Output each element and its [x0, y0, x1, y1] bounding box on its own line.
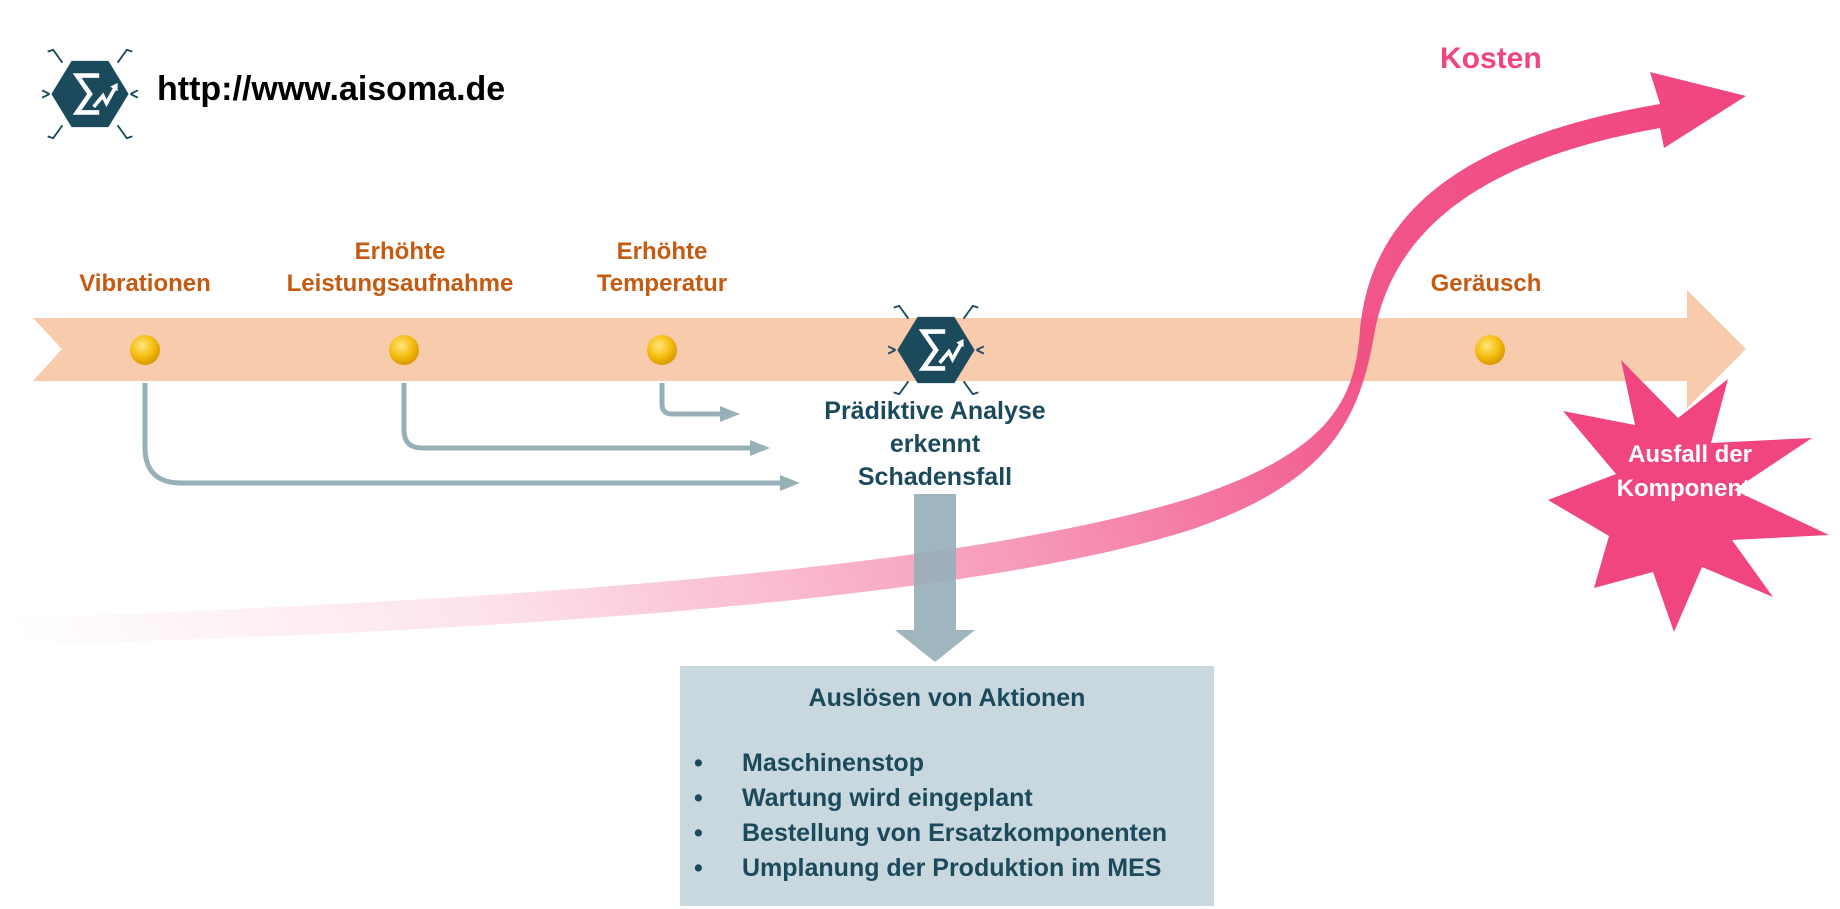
- event-label-line: Temperatur: [596, 270, 728, 297]
- event-label-line: Erhöhte: [354, 238, 446, 265]
- event-dot-vibrationen: [130, 335, 160, 365]
- website-url[interactable]: http://www.aisoma.de: [157, 70, 506, 108]
- actions-box: Auslösen von Aktionen • Maschinenstop • Wa…: [680, 666, 1214, 906]
- bullet-icon: •: [694, 749, 703, 777]
- event-label-line: Leistungsaufnahme: [286, 270, 514, 297]
- event-dot-leistungsaufnahme: [389, 335, 419, 365]
- analysis-label-line: Schadensfall: [857, 463, 1013, 491]
- bullet-icon: •: [694, 819, 703, 847]
- cost-label: Kosten: [1440, 42, 1542, 75]
- timeline-band: [33, 290, 1746, 408]
- analysis-label-line: erkennt: [889, 430, 981, 458]
- connector-temperatur: [659, 383, 720, 417]
- event-label-vibrationen: Vibrationen: [45, 268, 245, 300]
- analysis-label-line: Prädiktive Analyse: [824, 397, 1046, 425]
- event-connectors: [142, 383, 780, 486]
- action-item-maschinenstop: • Maschinenstop: [694, 746, 1167, 781]
- action-item-wartung: • Wartung wird eingeplant: [694, 781, 1167, 816]
- event-label-temperatur: Erhöhte Temperatur: [562, 236, 762, 300]
- event-label-geraeusch: Geräusch: [1386, 268, 1586, 300]
- actions-title: Auslösen von Aktionen: [808, 684, 1086, 712]
- action-item-text: Wartung wird eingeplant: [742, 784, 1033, 812]
- action-item-text: Maschinenstop: [742, 749, 924, 777]
- connector-arrowhead-leistungsaufnahme: [750, 440, 770, 456]
- event-dot-geraeusch: [1475, 335, 1505, 365]
- event-label-leistungsaufnahme: Erhöhte Leistungsaufnahme: [260, 236, 540, 300]
- connector-vibrationen: [142, 383, 780, 486]
- aisoma-logo-icon: [42, 50, 138, 138]
- event-label-line: Vibrationen: [79, 270, 211, 297]
- event-label-line: Erhöhte: [616, 238, 708, 265]
- failure-label: Ausfall der Komponente: [1545, 438, 1835, 506]
- action-item-ersatzkomponenten: • Bestellung von Ersatzkomponenten: [694, 816, 1167, 851]
- actions-list: •Maschinenstop •Wartung wird eingeplant …: [694, 746, 1167, 886]
- event-label-line: Geräusch: [1430, 270, 1542, 297]
- connector-arrowhead-temperatur: [720, 406, 740, 422]
- bullet-icon: •: [694, 854, 703, 882]
- bullet-icon: •: [694, 784, 703, 812]
- event-dot-temperatur: [647, 335, 677, 365]
- connector-arrowhead-vibrationen: [780, 475, 800, 491]
- action-item-text: Bestellung von Ersatzkomponenten: [742, 819, 1168, 847]
- action-down-arrow: [895, 494, 975, 662]
- failure-burst: [1548, 360, 1829, 632]
- cost-curve: [10, 72, 1746, 645]
- failure-label-line: Ausfall der: [1627, 441, 1753, 468]
- analysis-label: Prädiktive Analyse erkennt Schadensfall: [790, 395, 1080, 494]
- failure-label-line: Komponente: [1616, 475, 1764, 502]
- connector-leistungsaufnahme: [401, 383, 750, 451]
- action-item-umplanung: • Umplanung der Produktion im MES: [694, 851, 1167, 886]
- action-item-text: Umplanung der Produktion im MES: [742, 854, 1162, 882]
